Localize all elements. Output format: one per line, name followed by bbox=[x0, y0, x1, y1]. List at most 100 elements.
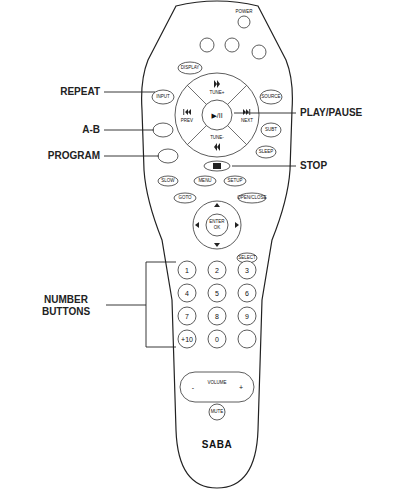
callout-label: REPEAT bbox=[60, 87, 100, 97]
number-label: +10 bbox=[181, 336, 193, 343]
number-label: 4 bbox=[185, 290, 189, 297]
remote-button bbox=[202, 100, 232, 130]
remote-button bbox=[174, 193, 196, 203]
button-label: POWER bbox=[235, 10, 252, 15]
arrow-symbol bbox=[184, 109, 191, 115]
remote-button bbox=[152, 90, 174, 104]
remote-button bbox=[204, 161, 230, 171]
number-button bbox=[208, 261, 226, 279]
number-button bbox=[238, 307, 256, 325]
remote-button bbox=[175, 73, 259, 157]
number-label: 1 bbox=[185, 267, 189, 274]
number-label: 3 bbox=[245, 267, 249, 274]
button-label: ▶/II bbox=[211, 112, 222, 119]
arrow-symbol bbox=[195, 222, 199, 228]
arrow-symbol bbox=[214, 143, 220, 151]
leader-line bbox=[232, 166, 296, 167]
number-button bbox=[208, 284, 226, 302]
number-button bbox=[178, 261, 196, 279]
arrow-symbol bbox=[214, 80, 220, 88]
button-label: SETUP bbox=[227, 179, 242, 184]
number-label: 5 bbox=[215, 290, 219, 297]
remote-button bbox=[158, 149, 178, 163]
button-label: NEXT bbox=[241, 119, 253, 124]
number-button bbox=[238, 330, 256, 348]
leader-line bbox=[104, 92, 296, 347]
remote-button bbox=[261, 123, 281, 137]
remote-button bbox=[200, 38, 214, 52]
remote-button bbox=[238, 16, 250, 28]
arrow-symbol bbox=[214, 203, 220, 207]
button-label: ENTER bbox=[209, 220, 224, 225]
remote-button bbox=[178, 62, 202, 74]
button-label: OPEN/CLOSE bbox=[237, 196, 266, 201]
number-label: 7 bbox=[185, 313, 189, 320]
leader-line bbox=[104, 92, 155, 93]
arrow-symbol bbox=[183, 109, 185, 115]
callout-label: STOP bbox=[300, 161, 327, 171]
remote-button bbox=[206, 214, 228, 236]
ring-divider bbox=[187, 85, 206, 104]
button-label: SLEEP bbox=[259, 150, 274, 155]
number-button bbox=[208, 330, 226, 348]
number-button bbox=[238, 284, 256, 302]
number-button bbox=[178, 307, 196, 325]
number-button bbox=[178, 261, 256, 348]
callout-label: A-B bbox=[82, 125, 100, 135]
remote-button bbox=[238, 193, 266, 203]
remote-button bbox=[180, 372, 254, 402]
leader-line bbox=[104, 130, 154, 131]
number-button bbox=[178, 284, 196, 302]
button-label: MUTE bbox=[211, 410, 224, 415]
arrow-symbol bbox=[213, 163, 221, 169]
remote-button bbox=[158, 176, 178, 186]
number-button bbox=[178, 330, 196, 348]
remote-button bbox=[256, 146, 276, 158]
arrow-symbol bbox=[183, 80, 250, 247]
number-label: 8 bbox=[215, 313, 219, 320]
number-label: 9 bbox=[245, 313, 249, 320]
remote-button bbox=[209, 404, 225, 420]
button-label: SLOW bbox=[161, 179, 174, 184]
leader-line bbox=[104, 156, 159, 157]
number-button bbox=[238, 261, 256, 279]
leader-line bbox=[234, 113, 296, 114]
remote-body bbox=[142, 1, 293, 488]
remote-button bbox=[193, 201, 241, 249]
remote-button bbox=[152, 16, 282, 420]
remote-button bbox=[260, 90, 282, 104]
button-label: SUBT bbox=[265, 128, 277, 133]
remote-body bbox=[142, 1, 293, 488]
arrow-symbol bbox=[214, 243, 220, 247]
button-label: TUNE+ bbox=[210, 91, 225, 96]
button-label: OK bbox=[214, 226, 221, 231]
number-button bbox=[208, 307, 226, 325]
number-label: 2 bbox=[215, 267, 219, 274]
button-label: INPUT bbox=[156, 95, 170, 100]
ring-divider bbox=[228, 85, 247, 104]
arrow-symbol bbox=[249, 109, 251, 115]
callout-label: PROGRAM bbox=[48, 151, 100, 161]
ring-divider bbox=[228, 126, 247, 145]
button-label: - bbox=[192, 384, 194, 391]
remote-button bbox=[153, 123, 173, 137]
remote-button bbox=[225, 38, 239, 52]
brand-name: SABA bbox=[202, 440, 232, 450]
ring-divider bbox=[187, 126, 206, 145]
button-label: + bbox=[239, 384, 243, 391]
callout-label: NUMBER BUTTONS bbox=[31, 294, 101, 317]
number-label: 6 bbox=[245, 290, 249, 297]
button-label: DISPLAY bbox=[181, 66, 200, 71]
leader-line bbox=[106, 262, 176, 347]
button-label: MENU bbox=[198, 179, 211, 184]
button-label: TUNE- bbox=[210, 136, 224, 141]
button-label: SOURCE bbox=[261, 95, 280, 100]
arrow-symbol bbox=[235, 222, 239, 228]
ring-divider bbox=[187, 85, 246, 144]
button-label: SELECT bbox=[238, 256, 256, 261]
remote-button bbox=[194, 176, 216, 186]
callout-label: PLAY/PAUSE bbox=[300, 108, 362, 118]
button-label: GOTO bbox=[178, 196, 191, 201]
button-label: VOLUME bbox=[207, 381, 226, 386]
